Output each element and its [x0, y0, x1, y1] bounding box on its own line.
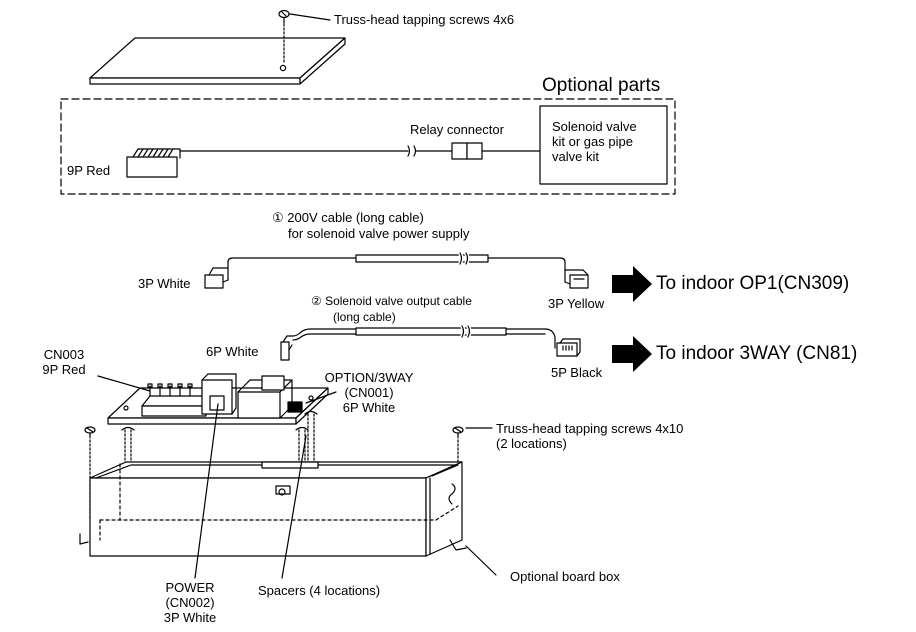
cable2-subtitle: (long cable)	[333, 310, 396, 324]
optional-parts-boundary	[60, 98, 676, 195]
top-screw-icon	[278, 9, 290, 65]
top-screw-label: Truss-head tapping screws 4x6	[334, 12, 515, 27]
top-screw-leader	[289, 13, 331, 21]
cable1-drawing	[204, 251, 589, 289]
leader-lines	[97, 375, 497, 579]
arrow-op1-icon	[612, 266, 652, 302]
power-connector-label: POWER (CN002) 3P White	[163, 580, 217, 625]
screws-4x10-label: Truss-head tapping screws 4x10 (2 locati…	[496, 421, 684, 451]
circuit-board	[107, 373, 329, 425]
relay-connector-icon	[451, 142, 483, 160]
nine-p-red-label: 9P Red	[67, 163, 111, 178]
optional-board-box-label: Optional board box	[510, 569, 620, 584]
cn003-label: CN003 9P Red	[42, 347, 86, 377]
optional-parts-heading: Optional parts	[542, 75, 661, 96]
six-p-white-label: 6P White	[206, 344, 259, 359]
five-p-black-label: 5P Black	[551, 365, 603, 380]
valve-kit-box	[539, 105, 668, 185]
arrow-3way-icon	[612, 336, 652, 372]
cable1-title: ① 200V cable (long cable)	[272, 210, 424, 225]
nine-p-red-connector	[126, 148, 181, 178]
relay-wire-break	[407, 145, 417, 157]
cable2-drawing	[280, 324, 581, 361]
to-indoor-op1-label: To indoor OP1(CN309)	[656, 273, 850, 294]
to-indoor-3way-label: To indoor 3WAY (CN81)	[656, 343, 858, 364]
cable2-title: ② Solenoid valve output cable	[311, 294, 472, 308]
three-p-white-left-label: 3P White	[138, 276, 191, 291]
optional-board-box	[79, 461, 467, 557]
option-3way-label: OPTION/3WAY (CN001) 6P White	[324, 370, 414, 415]
relay-connector-label: Relay connector	[410, 122, 504, 137]
cable1-subtitle: for solenoid valve power supply	[288, 226, 470, 241]
valve-kit-label: Solenoid valve kit or gas pipe valve kit	[552, 119, 637, 164]
spacers-label: Spacers (4 locations)	[258, 583, 381, 598]
cover-plate	[89, 37, 346, 85]
three-p-yellow-label: 3P Yellow	[548, 296, 605, 311]
